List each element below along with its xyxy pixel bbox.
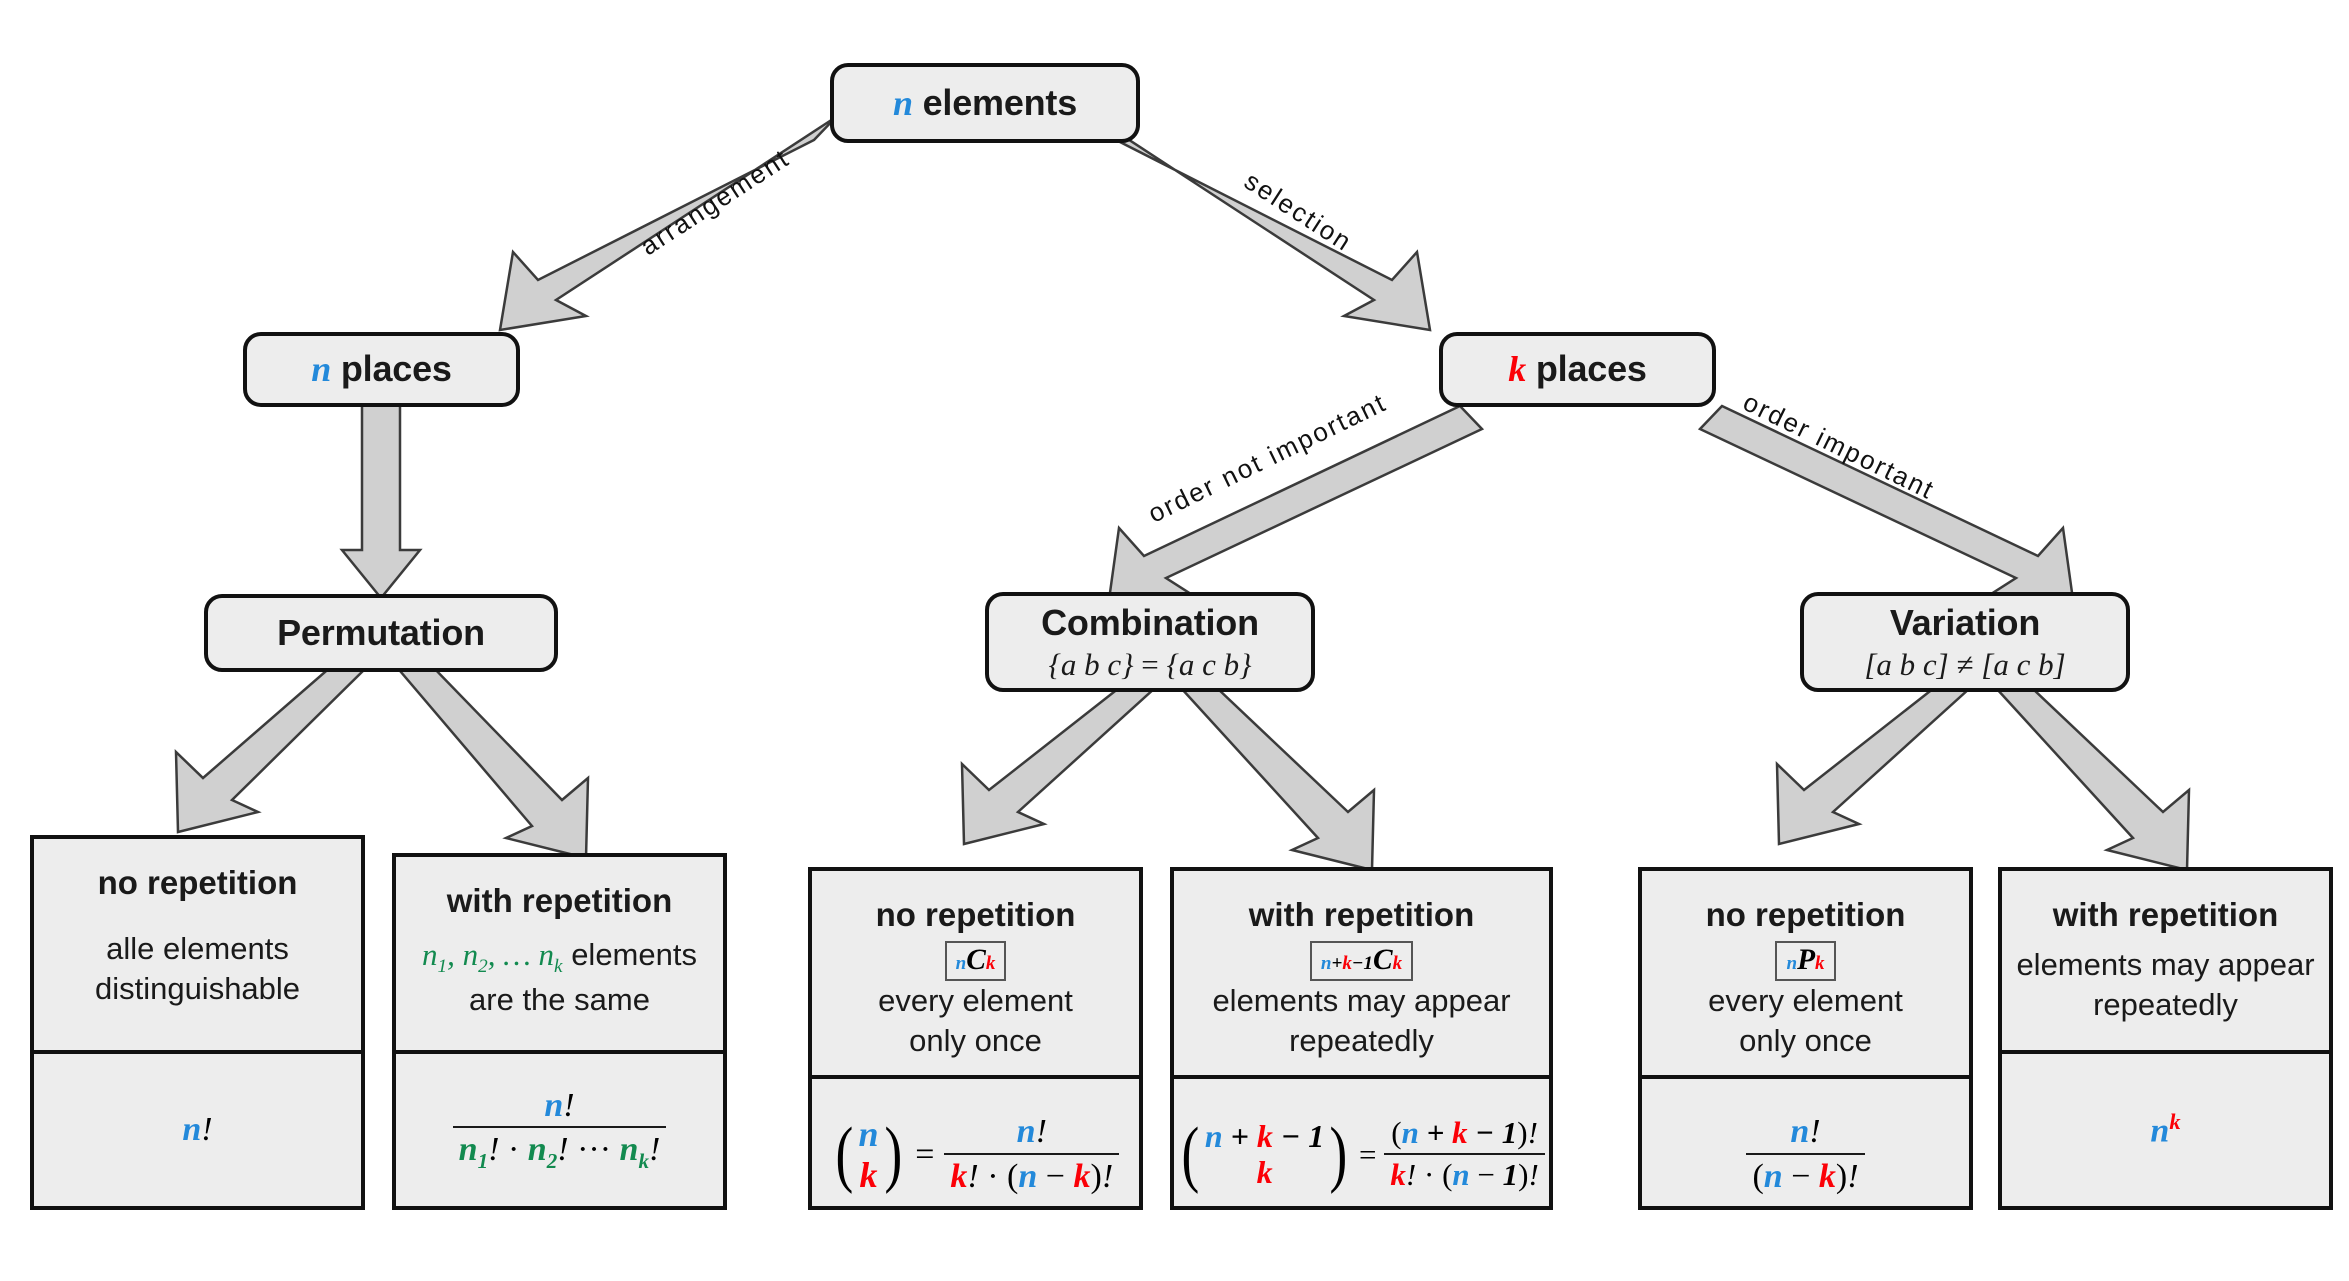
edge-label-selection: selection (1239, 165, 1359, 258)
node-n-places[interactable]: n places (243, 332, 520, 407)
leaf-variation-no-repetition[interactable]: no repetition nPk every element only onc… (1638, 867, 1973, 1210)
node-n-elements[interactable]: n elements (830, 63, 1140, 143)
leaf-description: alle elements distinguishable (94, 930, 301, 1006)
leaf-heading: with repetition (446, 882, 673, 919)
edge-selection (1093, 115, 1432, 332)
leaf-formula: nk (2002, 1050, 2329, 1206)
leaf-heading: with repetition (2052, 896, 2279, 933)
leaf-heading: no repetition (97, 864, 298, 901)
leaf-description: every element only once (1708, 983, 1903, 1058)
leaf-permutation-with-repetition[interactable]: with repetition n1, n2, … nk elements ar… (392, 853, 727, 1210)
edge-label-order-not-important: order not important (1143, 386, 1392, 529)
leaf-variation-with-repetition[interactable]: with repetition elements may appear repe… (1998, 867, 2333, 1210)
edge-order-important (1697, 404, 2076, 609)
leaf-formula: ( n k ) = n! k! · (n − k)! (812, 1074, 1139, 1231)
node-variation[interactable]: Variation [a b c] ≠ [a c b] (1800, 592, 2130, 692)
node-variation-label: Variation (1889, 602, 2041, 644)
node-combination-label: Combination (1041, 602, 1259, 644)
leaf-description: n1, n2, … nk elements are the same (422, 937, 697, 1018)
node-variation-example: [a b c] ≠ [a c b] (1864, 646, 2066, 682)
edge-permutation-to-no-repetition (174, 663, 373, 834)
edge-label-order-important: order important (1738, 386, 1940, 506)
edge-combination-to-no-repetition (960, 686, 1159, 846)
leaf-top: no repetition nPk every element only onc… (1642, 871, 1969, 1075)
node-combination[interactable]: Combination {a b c} = {a c b} (985, 592, 1315, 692)
leaf-heading: no repetition (875, 896, 1076, 933)
edge-combination-to-with-repetition (1178, 686, 1376, 872)
leaf-combination-with-repetition[interactable]: with repetition n+k−1Ck elements may app… (1170, 867, 1553, 1210)
leaf-formula: ( n + k − 1 k ) = (n + k − 1)! k! · (n −… (1174, 1074, 1549, 1231)
node-permutation[interactable]: Permutation (204, 594, 558, 672)
leaf-top: with repetition n1, n2, … nk elements ar… (396, 857, 723, 1050)
leaf-notation-badge: nCk (944, 941, 1007, 982)
leaf-heading: no repetition (1705, 896, 1906, 933)
leaf-combination-no-repetition[interactable]: no repetition nCk every element only onc… (808, 867, 1143, 1210)
edge-label-arrangement: arrangement (634, 142, 795, 262)
node-k-places-label: k places (1508, 348, 1647, 390)
node-permutation-label: Permutation (277, 612, 485, 654)
node-n-places-label: n places (311, 348, 452, 390)
edge-variation-to-with-repetition (1993, 686, 2191, 872)
leaf-notation-badge: n+k−1Ck (1309, 941, 1414, 982)
leaf-formula: n! n1! · n2! ··· nk! (396, 1050, 723, 1206)
leaf-formula: n! (34, 1050, 361, 1206)
edge-places-n-to-permutation (339, 402, 423, 600)
leaf-top: no repetition alle elements distinguisha… (34, 839, 361, 1050)
leaf-heading: with repetition (1248, 896, 1475, 933)
edge-variation-to-no-repetition (1775, 686, 1974, 846)
edge-permutation-to-with-repetition (392, 663, 590, 860)
leaf-top: with repetition elements may appear repe… (2002, 871, 2329, 1050)
node-combination-example: {a b c} = {a c b} (1048, 646, 1252, 682)
leaf-description: every element only once (878, 983, 1073, 1058)
leaf-notation-badge: nPk (1775, 941, 1836, 982)
leaf-top: with repetition n+k−1Ck elements may app… (1174, 871, 1549, 1075)
leaf-description: elements may appear repeatedly (1212, 983, 1511, 1058)
node-k-places[interactable]: k places (1439, 332, 1716, 407)
leaf-formula: n! (n − k)! (1642, 1074, 1969, 1231)
leaf-description: elements may appear repeatedly (2016, 946, 2315, 1022)
leaf-top: no repetition nCk every element only onc… (812, 871, 1139, 1075)
node-n-elements-label: n elements (892, 81, 1078, 123)
leaf-permutation-no-repetition[interactable]: no repetition alle elements distinguisha… (30, 835, 365, 1210)
